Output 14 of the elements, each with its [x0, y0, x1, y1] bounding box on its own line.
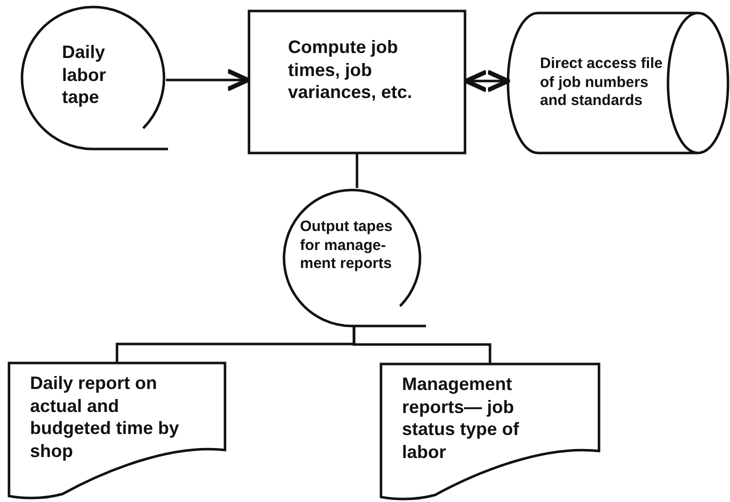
- node-label: Management reports— job status type of labor: [402, 373, 520, 463]
- connector-line: [352, 326, 492, 363]
- arrow: [464, 70, 510, 92]
- node-label: Direct access file of job numbers and standards: [540, 54, 664, 112]
- arrow: [166, 68, 250, 92]
- connector-line: [356, 154, 358, 188]
- node-label: Output tapes for manage- ment reports: [300, 218, 394, 274]
- document-symbol: [8, 362, 226, 500]
- storage-drum: [508, 12, 728, 154]
- node-label: Daily report on actual and budgeted time by shop: [30, 372, 180, 462]
- document-symbol: [380, 363, 600, 501]
- process-box: [248, 10, 466, 154]
- node-label: Compute job times, job variances, etc.: [288, 36, 414, 104]
- node-label: Daily labor tape: [62, 41, 108, 109]
